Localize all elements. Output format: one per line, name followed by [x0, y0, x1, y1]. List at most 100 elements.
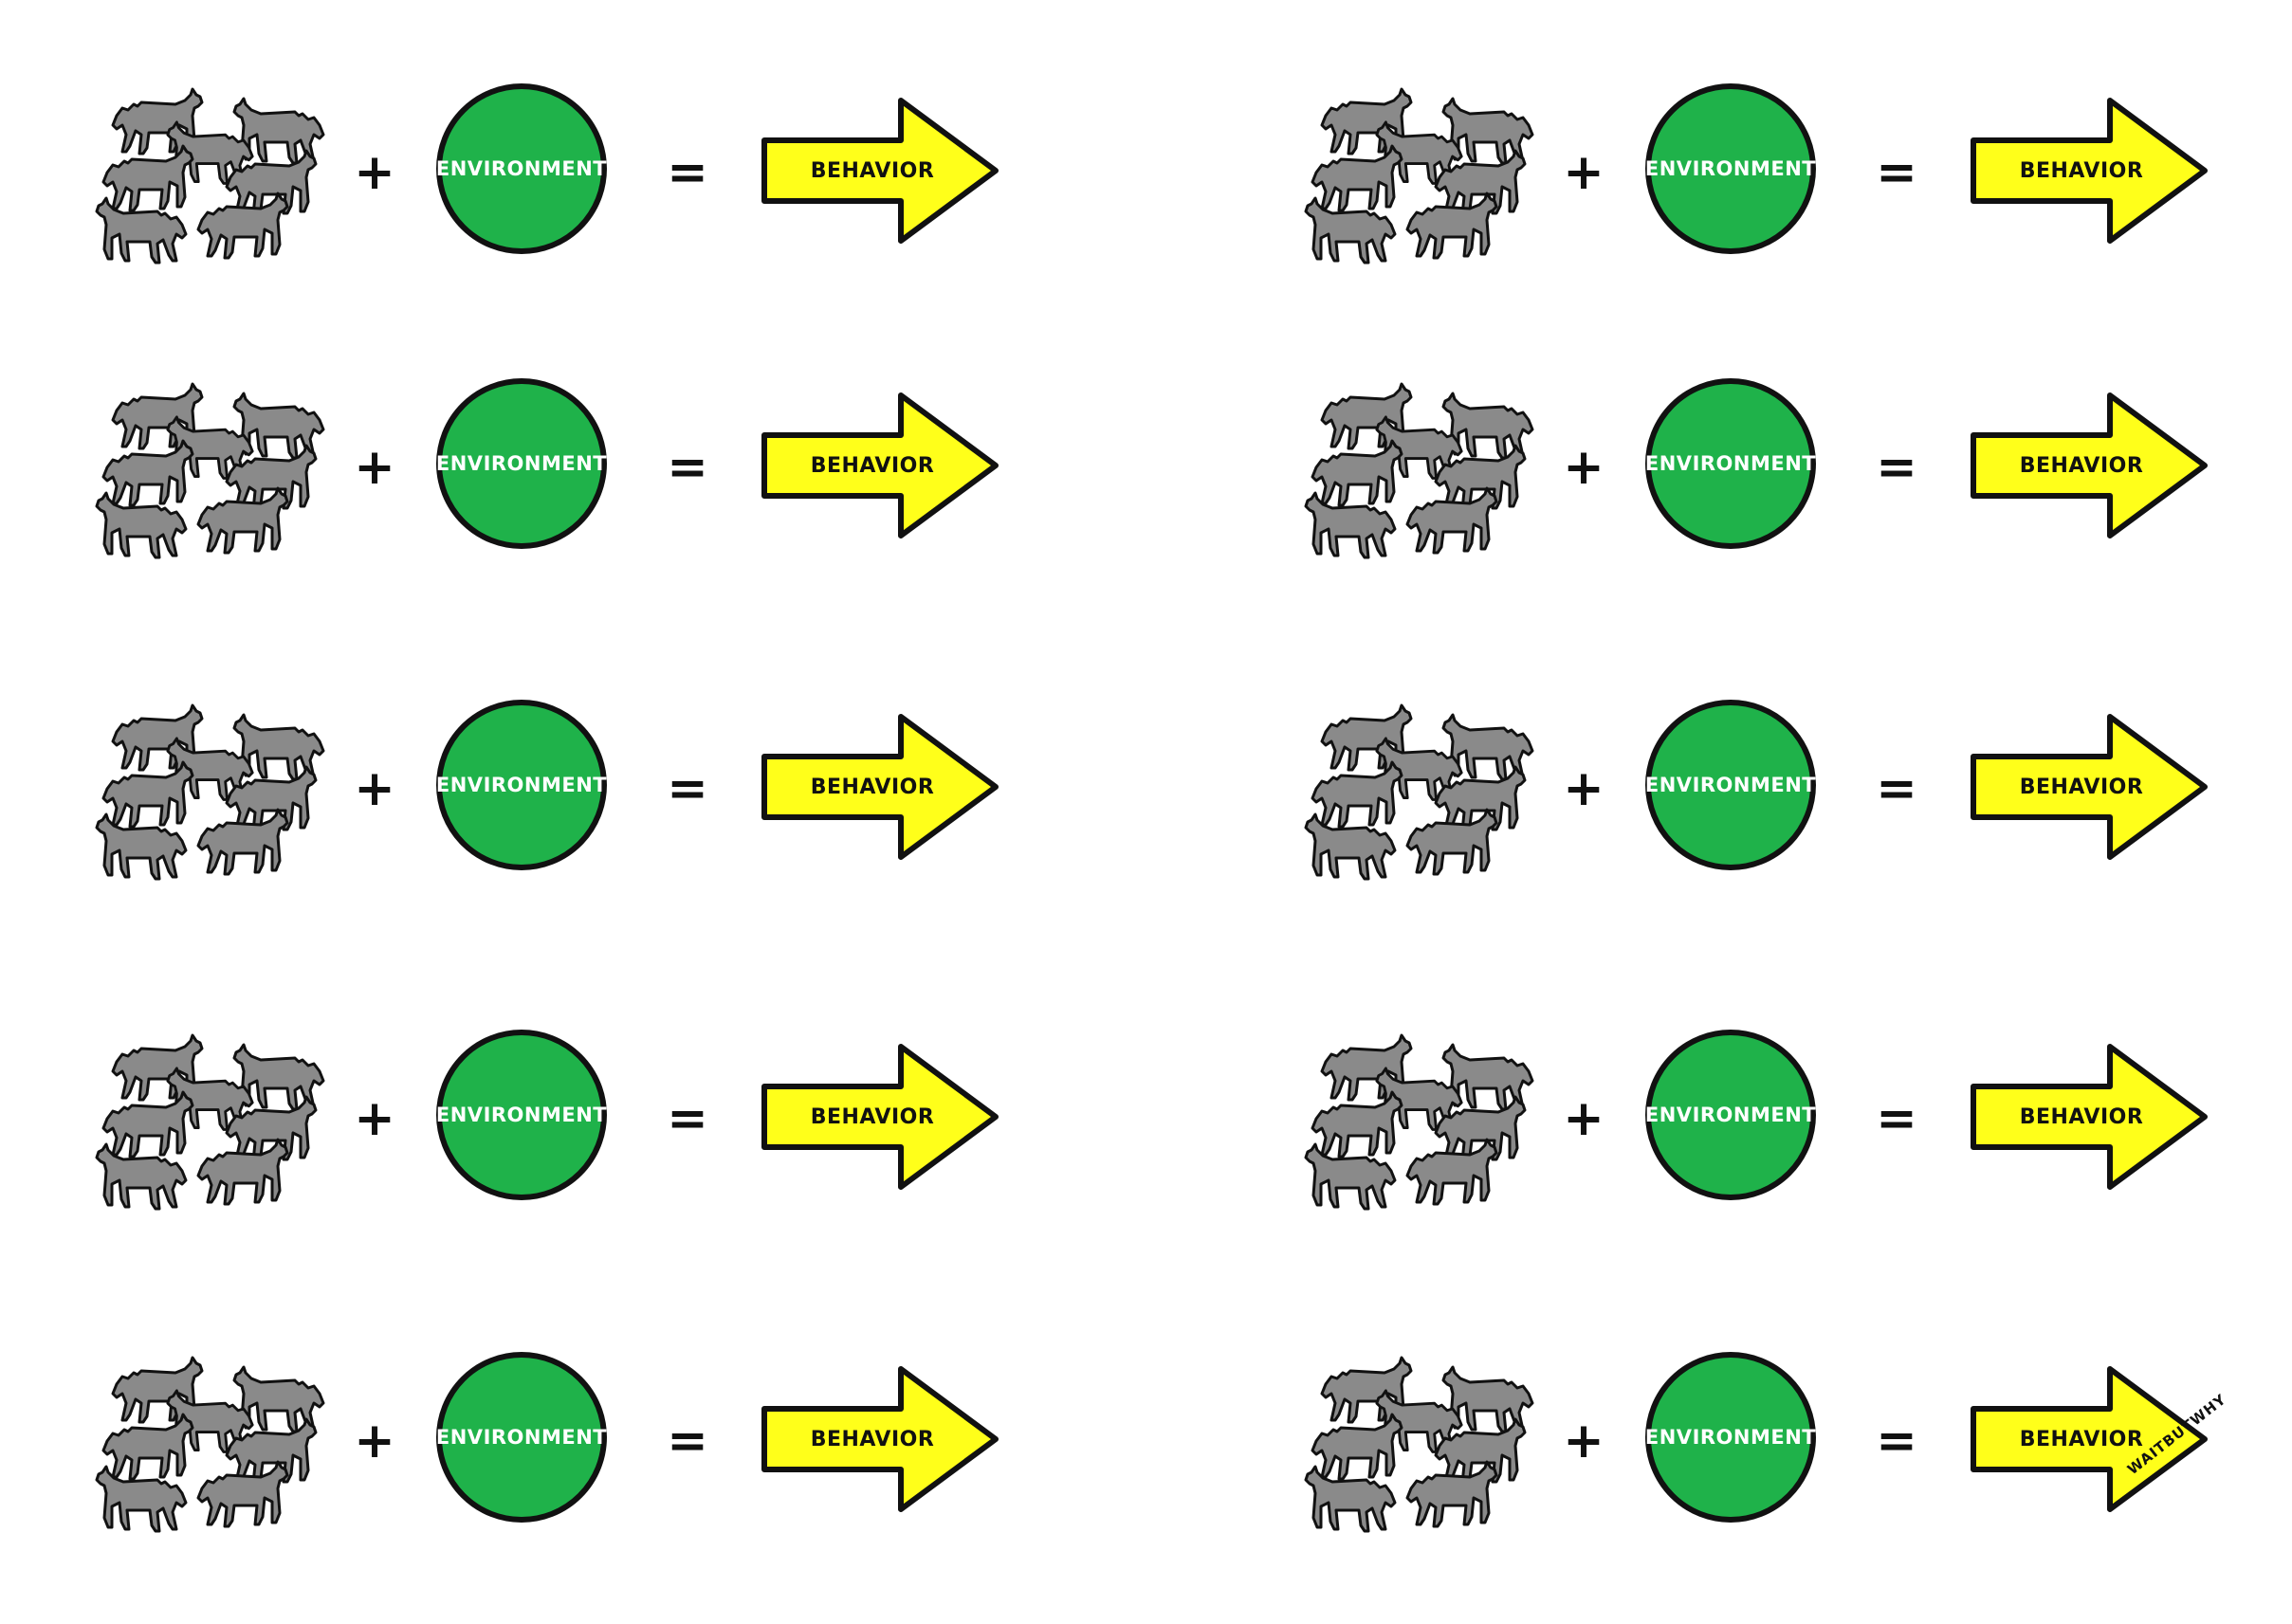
- wolf-icon: [1320, 1356, 1413, 1424]
- wolf-pack-icon: [1304, 703, 1534, 881]
- equals-sign: =: [667, 1413, 708, 1469]
- behavior-arrow-icon: [761, 98, 999, 244]
- environment-label: ENVIRONMENT: [1644, 1426, 1817, 1449]
- wolf-icon: [1311, 439, 1403, 507]
- behavior-arrow-icon: [761, 392, 999, 538]
- wolf-pack: [90, 373, 337, 562]
- wolf-pack: [1299, 694, 1546, 884]
- environment-circle: ENVIRONMENT: [1645, 700, 1816, 870]
- environment-circle: ENVIRONMENT: [1645, 1030, 1816, 1200]
- environment-label: ENVIRONMENT: [435, 452, 608, 475]
- wolf-icon: [101, 1413, 194, 1481]
- plus-sign: +: [354, 1413, 395, 1469]
- wolf-pack-icon: [1304, 382, 1534, 559]
- equals-sign: =: [1876, 760, 1917, 817]
- wolf-pack: [1299, 373, 1546, 562]
- plus-sign: +: [1563, 760, 1604, 817]
- environment-circle: ENVIRONMENT: [1645, 83, 1816, 254]
- wolf-pack: [90, 1024, 337, 1213]
- equation-row: +ENVIRONMENT=BEHAVIOR: [90, 694, 1038, 884]
- wolf-pack-icon: [1304, 1033, 1534, 1211]
- plus-sign: +: [1563, 1413, 1604, 1469]
- wolf-icon: [95, 491, 188, 559]
- wolf-icon: [1304, 1465, 1397, 1533]
- equals-sign: =: [667, 760, 708, 817]
- wolf-icon: [1311, 1413, 1403, 1481]
- wolf-icon: [1320, 382, 1413, 450]
- environment-circle: ENVIRONMENT: [436, 378, 607, 549]
- environment-circle: ENVIRONMENT: [436, 83, 607, 254]
- wolf-pack-icon: [1304, 1356, 1534, 1533]
- equals-sign: =: [667, 439, 708, 496]
- environment-label: ENVIRONMENT: [1644, 774, 1817, 796]
- environment-circle: ENVIRONMENT: [436, 1030, 607, 1200]
- wolf-icon: [95, 1142, 188, 1211]
- equals-sign: =: [1876, 439, 1917, 496]
- wolf-icon: [1311, 1090, 1403, 1159]
- wolf-icon: [95, 1465, 188, 1533]
- behavior-label: BEHAVIOR: [2019, 775, 2144, 799]
- wolf-pack-icon: [1304, 87, 1534, 265]
- behavior-arrow-icon: [1971, 1044, 2208, 1190]
- plus-sign: +: [1563, 144, 1604, 201]
- equation-row: +ENVIRONMENT=BEHAVIOR: [1299, 78, 2247, 267]
- wolf-pack: [1299, 78, 1546, 267]
- equals-sign: =: [1876, 1413, 1917, 1469]
- environment-label: ENVIRONMENT: [435, 774, 608, 796]
- wolf-pack-icon: [95, 1356, 325, 1533]
- wolf-icon: [101, 1090, 194, 1159]
- behavior-arrow-icon: [1971, 98, 2208, 244]
- behavior-arrow-icon: [761, 1366, 999, 1512]
- behavior-label: BEHAVIOR: [2019, 1104, 2144, 1129]
- equation-row: +ENVIRONMENT=BEHAVIOR: [1299, 1024, 2247, 1213]
- behavior-label: BEHAVIOR: [2019, 158, 2144, 183]
- equation-row: +ENVIRONMENT=BEHAVIOR: [90, 1346, 1038, 1536]
- wolf-icon: [1405, 486, 1498, 555]
- plus-sign: +: [1563, 439, 1604, 496]
- wolf-icon: [1405, 192, 1498, 260]
- wolf-icon: [1304, 196, 1397, 265]
- environment-label: ENVIRONMENT: [1644, 157, 1817, 180]
- wolf-pack-icon: [95, 1033, 325, 1211]
- behavior-label: BEHAVIOR: [2019, 1427, 2144, 1451]
- wolf-icon: [1304, 812, 1397, 881]
- plus-sign: +: [354, 760, 395, 817]
- wolf-icon: [1405, 1138, 1498, 1206]
- wolf-icon: [95, 812, 188, 881]
- equals-sign: =: [667, 144, 708, 201]
- wolf-icon: [1320, 703, 1413, 772]
- wolf-pack-icon: [95, 87, 325, 265]
- equation-row: + ENVIRONMENT = BEHAVIOR: [1299, 694, 2247, 884]
- wolf-icon: [1320, 1033, 1413, 1102]
- behavior-arrow-icon: [1971, 714, 2208, 860]
- wolf-pack: [90, 694, 337, 884]
- plus-sign: +: [354, 439, 395, 496]
- wolf-icon: [111, 87, 204, 155]
- behavior-arrow-icon: [761, 714, 999, 860]
- wolf-pack: [90, 1346, 337, 1536]
- wolf-icon: [111, 1033, 204, 1102]
- wolf-icon: [101, 439, 194, 507]
- equation-row: + ENVIRONMENT = BEHAVIOR: [90, 373, 1038, 562]
- plus-sign: +: [354, 144, 395, 201]
- behavior-label: BEHAVIOR: [810, 453, 935, 478]
- wolf-pack: [1299, 1024, 1546, 1213]
- wolf-pack: [1299, 1346, 1546, 1536]
- wolf-icon: [1304, 1142, 1397, 1211]
- behavior-arrow-icon: [761, 1044, 999, 1190]
- wolf-icon: [95, 196, 188, 265]
- wolf-pack-icon: [95, 382, 325, 559]
- behavior-label: BEHAVIOR: [810, 158, 935, 183]
- equals-sign: =: [667, 1090, 708, 1147]
- environment-circle: ENVIRONMENT: [436, 700, 607, 870]
- environment-circle: ENVIRONMENT: [436, 1352, 607, 1523]
- wolf-icon: [1405, 808, 1498, 876]
- wolf-icon: [196, 1460, 289, 1528]
- wolf-icon: [1405, 1460, 1498, 1528]
- environment-label: ENVIRONMENT: [435, 1104, 608, 1126]
- wolf-icon: [101, 760, 194, 829]
- wolf-icon: [1311, 760, 1403, 829]
- wolf-icon: [196, 192, 289, 260]
- wolf-icon: [1304, 491, 1397, 559]
